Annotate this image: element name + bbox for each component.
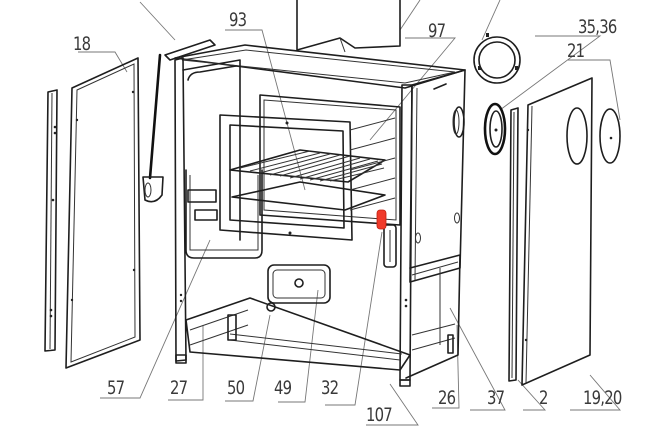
callout-49: 49 xyxy=(274,377,292,399)
callout-26: 26 xyxy=(438,387,456,409)
callout-107: 107 xyxy=(366,404,393,426)
side-rail-left xyxy=(44,89,58,352)
callout-2: 2 xyxy=(539,387,548,409)
highlighted-part-32 xyxy=(376,209,387,230)
leader-lines xyxy=(78,0,621,426)
callout-93: 93 xyxy=(229,9,247,31)
callout-32: 32 xyxy=(321,377,339,399)
callout-35-36: 35,36 xyxy=(578,16,617,38)
rail-2 xyxy=(508,107,519,382)
callout-18: 18 xyxy=(73,33,91,55)
callout-50: 50 xyxy=(227,377,245,399)
top-handle xyxy=(164,39,216,61)
oven-box xyxy=(219,94,401,241)
callout-19-20: 19,20 xyxy=(583,387,622,409)
side-panel-19-20 xyxy=(521,77,593,386)
callout-21: 21 xyxy=(567,40,585,62)
callout-37: 37 xyxy=(487,387,505,409)
glass-disc-21 xyxy=(599,108,621,164)
callout-57: 57 xyxy=(107,377,125,399)
ring-flange-97 xyxy=(473,33,521,84)
poker-tool xyxy=(142,53,164,203)
callout-27: 27 xyxy=(170,377,188,399)
side-panel-18 xyxy=(65,57,141,369)
callout-97: 97 xyxy=(428,20,446,42)
gasket-35-36 xyxy=(483,102,507,156)
cabinet-frame xyxy=(174,0,466,387)
